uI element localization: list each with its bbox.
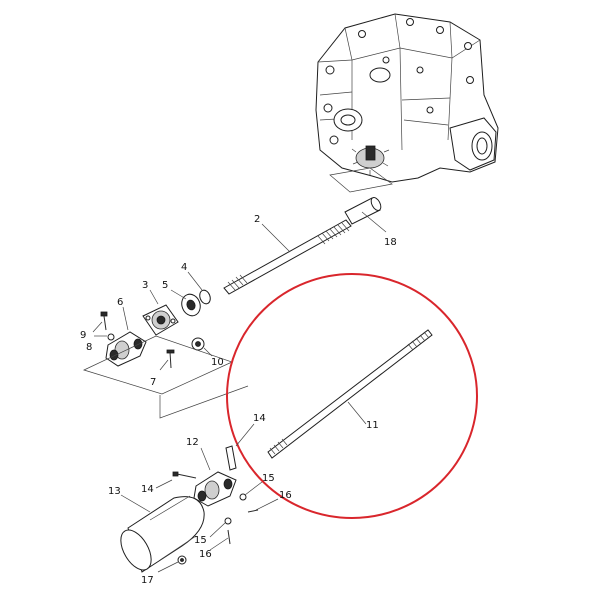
callout-2: 2 (254, 214, 260, 225)
callout-labels: 2 3 4 5 6 7 8 9 10 11 12 13 14 14 15 15 … (80, 214, 397, 586)
roll-pin-14-lower (172, 471, 197, 479)
callout-18: 18 (384, 237, 397, 248)
circlip-4 (199, 289, 211, 305)
bolt-16 (227, 509, 259, 545)
universal-joint-12 (193, 471, 237, 507)
transmission-housing (315, 13, 499, 193)
protective-cover-13 (120, 495, 205, 573)
output-spline (351, 145, 390, 175)
bearing-5 (181, 293, 201, 317)
leader-lines (92, 211, 387, 573)
housing-bolts (323, 18, 474, 145)
callout-9: 9 (80, 330, 86, 341)
callout-16-left: 16 (199, 549, 212, 560)
propeller-shaft-11 (267, 329, 433, 459)
callout-15-left: 15 (194, 535, 207, 546)
nut-8 (107, 333, 115, 341)
callout-14-upper: 14 (253, 413, 266, 424)
spline-sleeve-18 (344, 197, 382, 225)
bolt-7 (166, 349, 175, 369)
roll-pin-14-upper (225, 445, 237, 471)
callout-5: 5 (162, 280, 168, 291)
spacer-10 (191, 337, 205, 351)
callout-11: 11 (366, 420, 379, 431)
callout-13: 13 (108, 486, 121, 497)
washer-15 (224, 493, 247, 525)
universal-joint-6 (105, 331, 147, 367)
callout-14-lower: 14 (141, 484, 154, 495)
callout-15-right: 15 (262, 473, 275, 484)
bolt-9 (100, 311, 108, 331)
callout-4: 4 (181, 262, 187, 273)
callout-16-right: 16 (279, 490, 292, 501)
highlight-circle (226, 273, 478, 519)
screw-17 (177, 555, 187, 565)
propeller-shaft-2 (223, 219, 352, 295)
bearing-housing-3 (142, 304, 179, 336)
callout-12: 12 (186, 437, 199, 448)
callout-6: 6 (117, 297, 123, 308)
callout-7: 7 (150, 377, 156, 388)
callout-3: 3 (142, 280, 148, 291)
callout-8: 8 (86, 342, 92, 353)
callout-10: 10 (211, 357, 224, 368)
callout-17: 17 (141, 575, 154, 586)
